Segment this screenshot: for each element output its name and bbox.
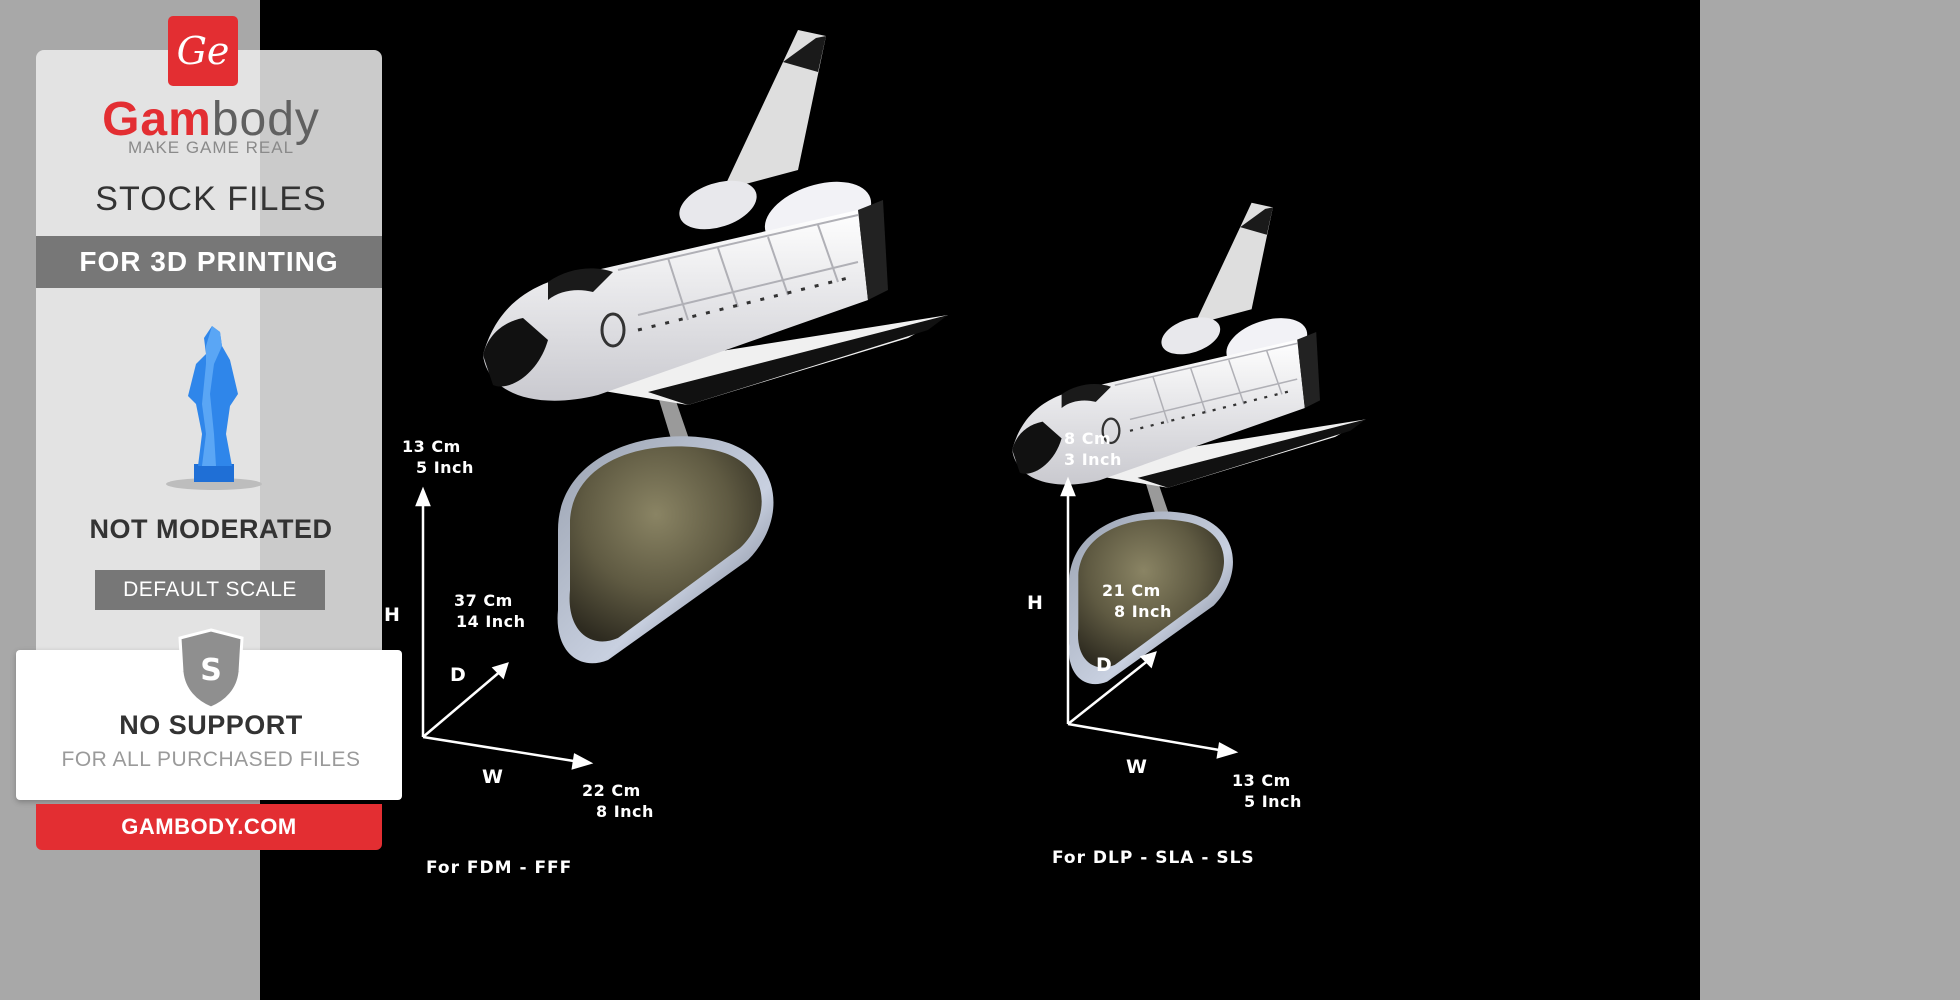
right-width-label: 13 Cm 5 Inch (1232, 770, 1302, 812)
left-caption: For FDM - FFF (426, 858, 573, 878)
left-height-inch: 5 Inch (416, 458, 474, 477)
brand-rest: body (211, 93, 320, 146)
left-height-cm: 13 Cm (402, 437, 461, 456)
no-support-label: NO SUPPORT (119, 710, 303, 740)
chess-figure-icon (166, 326, 262, 490)
right-height-label: 8 Cm 3 Inch (1064, 428, 1122, 470)
shield-letter: S (200, 653, 222, 688)
brand-wordmark: Gambody (16, 92, 406, 147)
left-axis-w: W (482, 766, 504, 788)
default-scale-chip: DEFAULT SCALE (95, 570, 325, 610)
logo-mark: Ge (176, 29, 230, 73)
stock-files-label: STOCK FILES (95, 180, 327, 218)
right-depth-cm: 21 Cm (1102, 581, 1161, 600)
for-3d-printing-bar: FOR 3D PRINTING (36, 236, 382, 288)
dimension-axes-right (1060, 476, 1239, 759)
shuttle-renders (415, 28, 1367, 770)
dimension-axes-left (415, 486, 594, 770)
gambody-site-link[interactable]: GAMBODY.COM (36, 804, 382, 850)
left-width-label: 22 Cm 8 Inch (582, 780, 654, 822)
brand-first: Gam (102, 93, 212, 146)
left-depth-label: 37 Cm 14 Inch (454, 590, 526, 632)
right-height-cm: 8 Cm (1064, 429, 1112, 448)
right-depth-inch: 8 Inch (1114, 602, 1172, 621)
right-depth-label: 21 Cm 8 Inch (1102, 580, 1172, 622)
left-axis-h: H (384, 604, 401, 626)
right-axis-w: W (1126, 756, 1148, 778)
render-stage: 13 Cm 5 Inch H 37 Cm 14 Inch D W 22 Cm 8… (260, 0, 1700, 1000)
right-caption: For DLP - SLA - SLS (1052, 848, 1255, 868)
left-width-cm: 22 Cm (582, 781, 641, 800)
right-height-inch: 3 Inch (1064, 450, 1122, 469)
right-axis-h: H (1027, 592, 1044, 614)
left-width-inch: 8 Inch (596, 802, 654, 821)
right-width-cm: 13 Cm (1232, 771, 1291, 790)
left-axis-d: D (450, 664, 467, 686)
shield-icon: S (178, 628, 244, 710)
gambody-logo[interactable]: Ge (168, 16, 238, 86)
right-axis-d: D (1096, 654, 1113, 676)
purchased-files-label: FOR ALL PURCHASED FILES (61, 748, 361, 771)
left-depth-inch: 14 Inch (456, 612, 526, 631)
gambody-badge: Ge Gambody MAKE GAME REAL STOCK FILES FO… (16, 14, 406, 854)
brand-tagline: MAKE GAME REAL (127, 138, 295, 157)
left-height-label: 13 Cm 5 Inch (402, 436, 474, 478)
shuttle-model-large (481, 28, 950, 665)
not-moderated-label: NOT MODERATED (89, 514, 333, 544)
left-depth-cm: 37 Cm (454, 591, 513, 610)
right-width-inch: 5 Inch (1244, 792, 1302, 811)
